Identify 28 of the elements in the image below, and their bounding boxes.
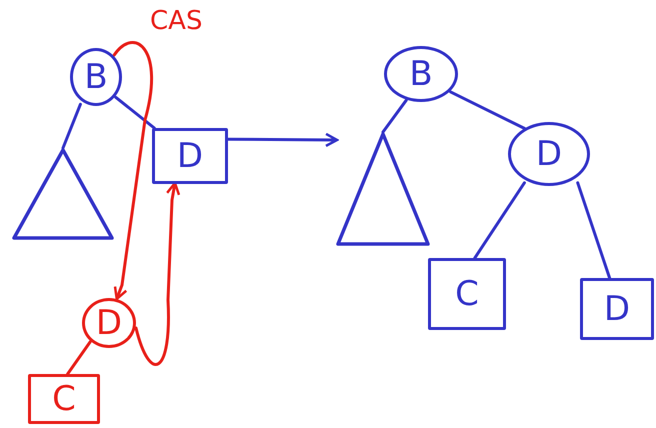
node-letter: C bbox=[455, 277, 479, 311]
tree-edge bbox=[449, 90, 526, 130]
annotation-text: CAS bbox=[150, 8, 202, 34]
tree-node-box bbox=[580, 278, 654, 340]
tree-edge bbox=[66, 340, 92, 376]
tree-node-box bbox=[28, 374, 100, 424]
node-letter: C bbox=[52, 382, 76, 416]
tree-edge bbox=[473, 181, 526, 260]
tree-node-circle bbox=[384, 46, 458, 102]
arrow bbox=[226, 132, 338, 148]
node-letter: D bbox=[536, 137, 562, 171]
tree-edge bbox=[576, 181, 612, 280]
tree-node-box bbox=[152, 128, 228, 184]
node-letter: B bbox=[409, 57, 433, 91]
tree-edge bbox=[114, 96, 156, 130]
tree-edge bbox=[382, 98, 408, 134]
node-letter: D bbox=[604, 292, 630, 326]
node-letter: D bbox=[176, 139, 204, 173]
node-letter: D bbox=[96, 306, 122, 340]
tree-node-circle bbox=[82, 298, 136, 348]
tree-edge bbox=[62, 102, 82, 150]
subtree-triangle bbox=[12, 148, 114, 240]
tree-node-circle bbox=[70, 48, 122, 106]
node-letter: B bbox=[84, 60, 108, 94]
tree-node-box bbox=[428, 258, 506, 330]
arrow bbox=[134, 182, 180, 366]
tree-node-circle bbox=[508, 122, 590, 186]
subtree-triangle bbox=[336, 132, 430, 246]
